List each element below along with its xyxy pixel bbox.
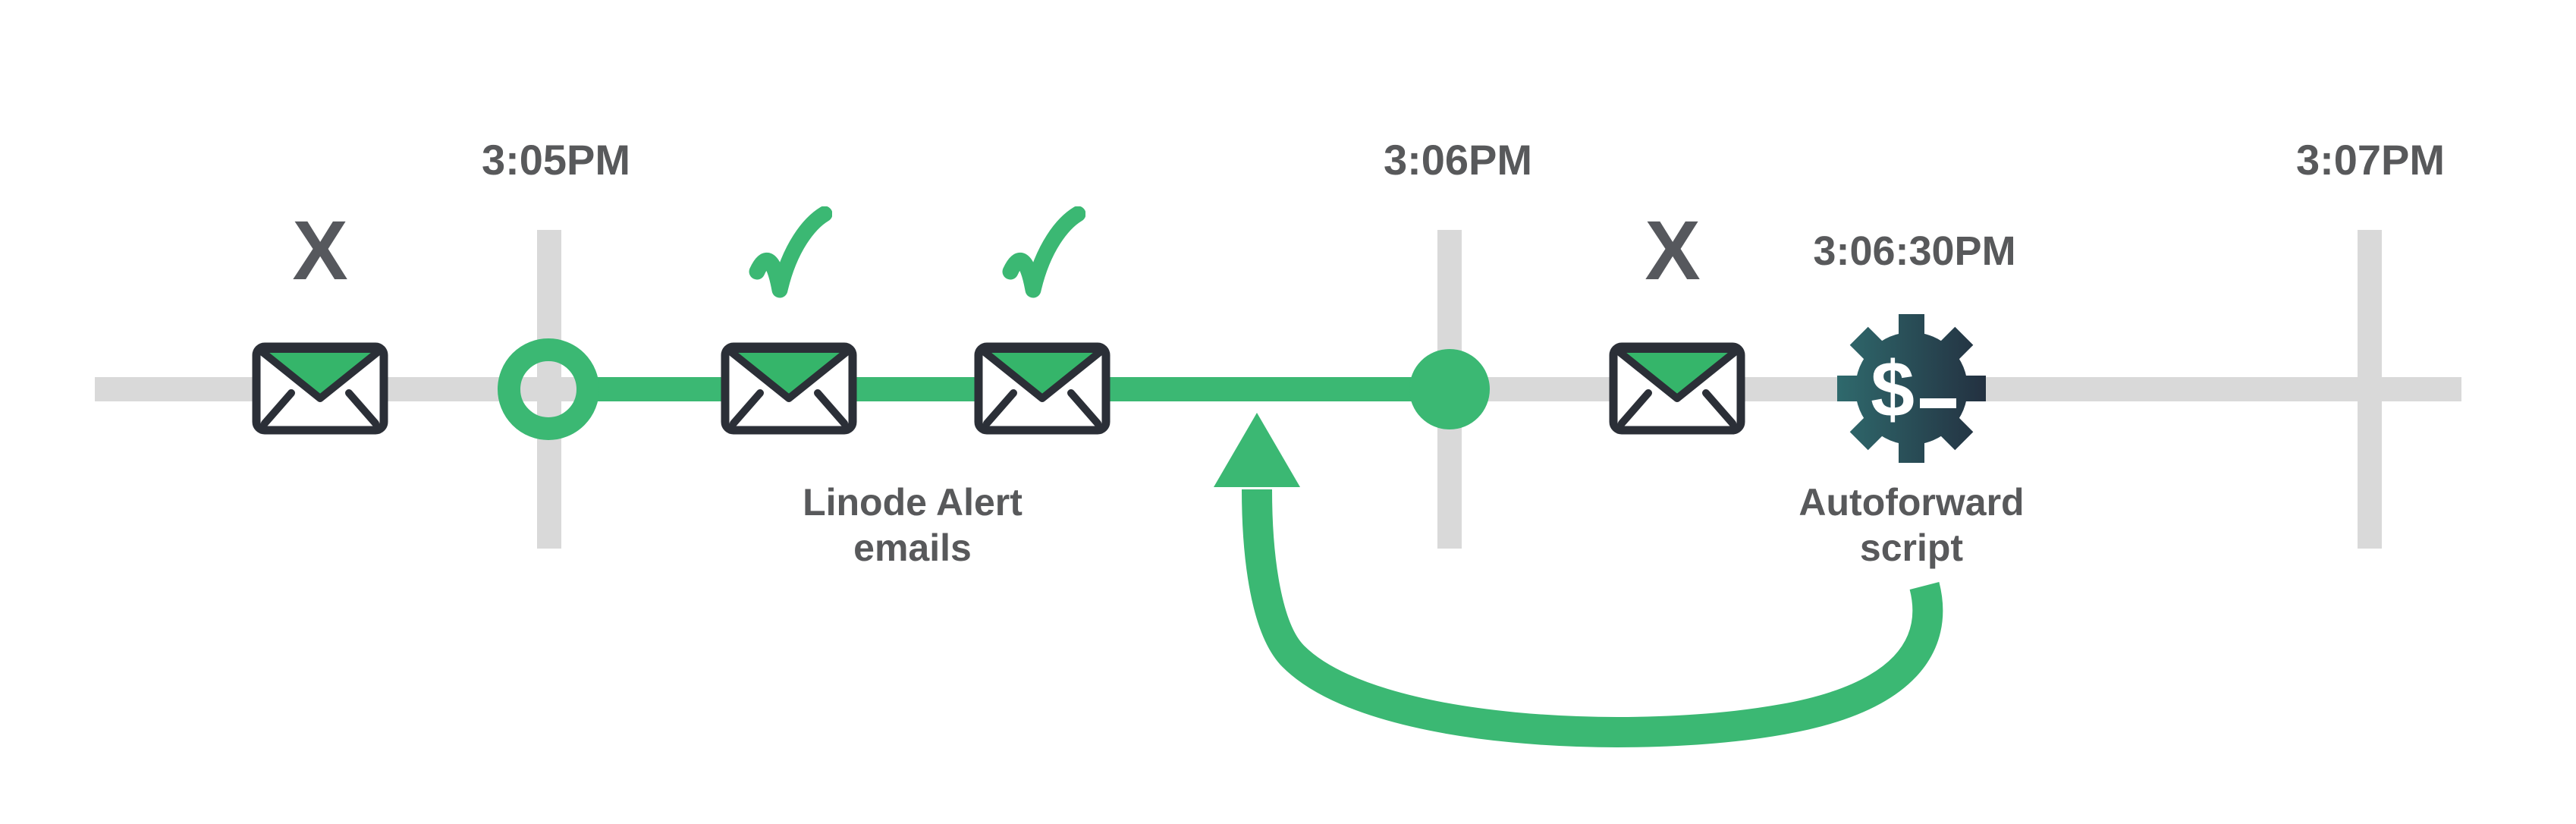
svg-text:$: $ [1871,346,1915,434]
autoforward-caption-line1: Autoforward [1798,481,2025,524]
linode-alert-caption: Linode Alert emails [803,480,1023,571]
autoforward-caption-line2: script [1859,527,1964,569]
open-circle-marker [498,338,599,440]
tick-3-07 [2358,230,2382,549]
envelope-icon [721,342,857,435]
envelope-icon [974,342,1111,435]
event-time-label: 3:06:30PM [1813,228,2016,274]
check-icon [749,206,832,298]
envelope-icon [1609,342,1745,435]
tick-label-3-07: 3:07PM [2295,136,2446,184]
tick-label-3-06: 3:06PM [1383,136,1533,184]
x-mark: X [292,204,348,297]
filled-circle-marker [1409,349,1490,429]
x-mark: X [1645,204,1701,297]
linode-alert-caption-line1: Linode Alert [803,481,1023,524]
envelope-icon [252,342,388,435]
check-icon [1002,206,1085,298]
gear-script-icon: $ [1837,314,1986,463]
autoforward-caption: Autoforward script [1798,480,2024,571]
curved-arrow-icon [1214,413,1943,747]
tick-label-3-05: 3:05PM [481,136,631,184]
linode-alert-caption-line2: emails [853,527,972,569]
